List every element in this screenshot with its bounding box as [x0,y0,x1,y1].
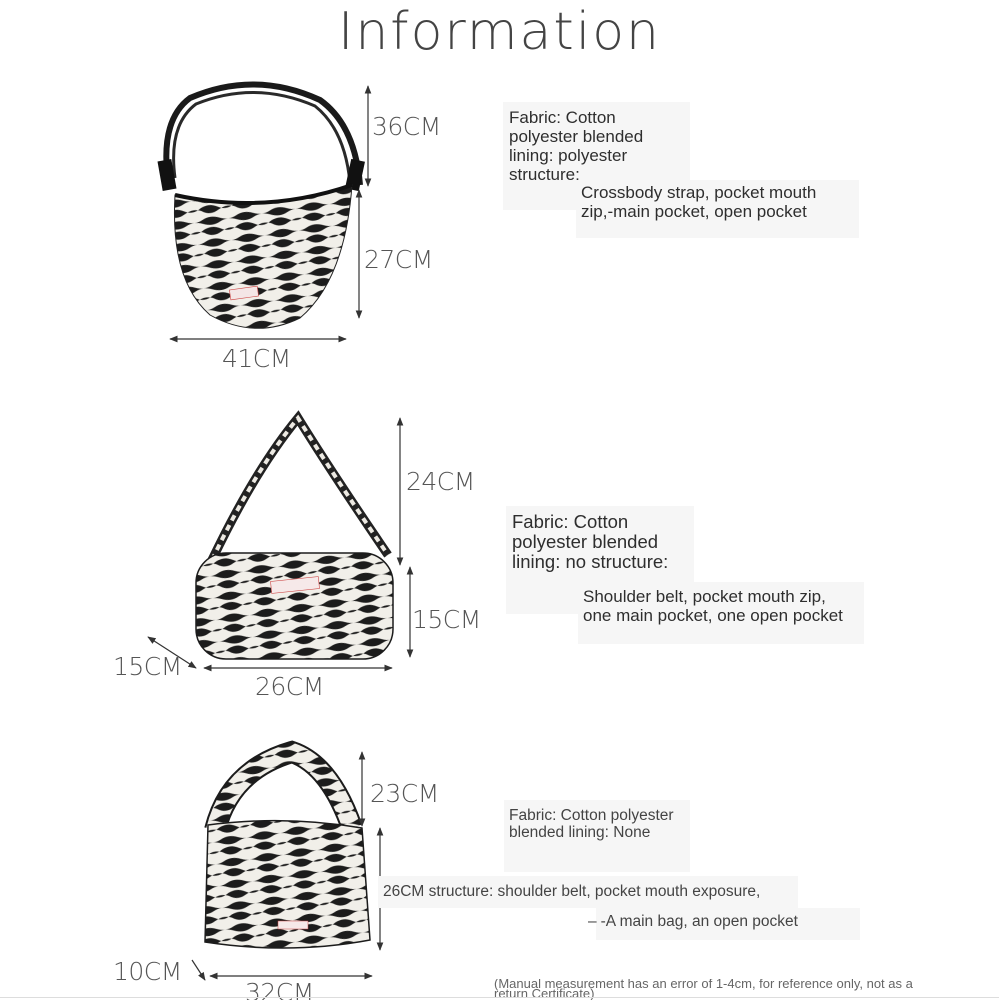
bag2-illustration [195,410,394,660]
bag1-illustration [157,81,365,329]
bullet-dash: – [588,913,597,930]
bag2-depth-dim: 15CM [113,652,182,681]
bag3-illustration [204,740,371,949]
bag3-spec-structure: 26CM structure: shoulder belt, pocket mo… [383,883,761,900]
page-title: Information [337,2,661,62]
bag2-spec-structure: Shoulder belt, pocket mouth zip, one mai… [583,587,843,625]
bag1-text-bg2 [576,180,859,238]
bag2-spec-fabric: Fabric: Cotton polyester blended lining:… [512,511,669,572]
bag1-strap-dim: 36CM [372,112,441,141]
bag2-width-dim: 26CM [255,672,324,701]
bottom-divider [0,997,999,998]
bag3-text-bg [504,800,690,872]
bag3-text-bg3 [596,908,860,940]
bag3-spec-fabric: Fabric: Cotton polyester blended lining:… [509,807,674,841]
bag1-height-dim: 27CM [364,245,433,274]
measurement-footnote: (Manual measurement has an error of 1-4c… [494,979,913,1000]
bag2-text-bg2 [578,582,864,644]
bag1-spec-fabric: Fabric: Cotton polyester blended lining:… [509,108,644,184]
bag2-height-dim: 15CM [412,605,481,634]
bag3-depth-dim: 10CM [113,957,182,986]
bag1-spec-structure: Crossbody strap, pocket mouth zip,-main … [581,183,817,221]
bag2-strap-dim: 24CM [406,467,475,496]
bag3-width-dim: 32CM [245,978,314,1000]
bag3-text-bg2 [378,876,798,908]
bag1-width-dim: 41CM [222,344,291,373]
bag3-spec-pockets: –-A main bag, an open pocket [588,913,798,930]
bag3-strap-dim: 23CM [370,779,439,808]
